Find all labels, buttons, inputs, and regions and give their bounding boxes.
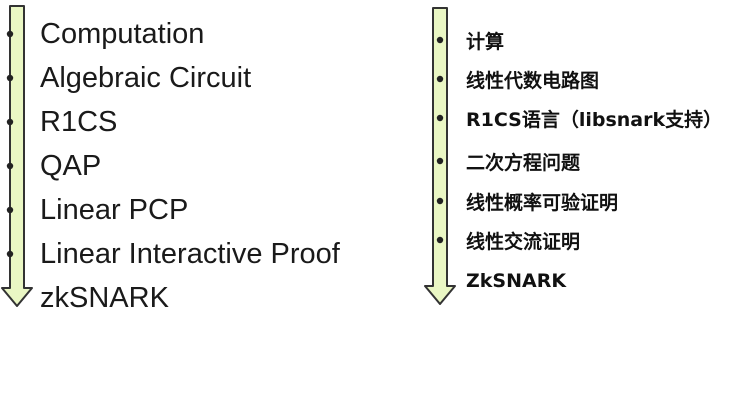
right-step-zksnark: ZkSNARK <box>466 270 567 292</box>
left-step-algebraic-circuit: Algebraic Circuit <box>40 62 252 94</box>
left-step-linear-pcp: Linear PCP <box>40 194 189 226</box>
right-step-linear-pcp: 线性概率可验证明 <box>466 192 619 214</box>
left-step-qap: QAP <box>40 150 102 182</box>
left-step-dot-6 <box>6 250 14 258</box>
right-step-r1cs: R1CS语言（libsnark支持） <box>466 109 723 131</box>
left-step-dot-1 <box>6 30 14 38</box>
right-step-linear-interactive-proof: 线性交流证明 <box>466 231 581 253</box>
left-step-dot-3 <box>6 118 14 126</box>
right-step-dot-5 <box>436 197 444 205</box>
right-arrow-shape <box>424 7 456 305</box>
left-step-linear-interactive-proof: Linear Interactive Proof <box>40 238 340 270</box>
left-step-r1cs: R1CS <box>40 106 118 138</box>
left-arrow-shape <box>1 5 33 307</box>
left-step-dot-5 <box>6 206 14 214</box>
left-step-dot-2 <box>6 74 14 82</box>
right-step-dot-1 <box>436 36 444 44</box>
left-step-computation: Computation <box>40 18 205 50</box>
right-step-dot-2 <box>436 75 444 83</box>
right-step-computation: 计算 <box>466 31 505 53</box>
right-step-algebraic-circuit: 线性代数电路图 <box>466 70 600 92</box>
left-step-dot-4 <box>6 162 14 170</box>
right-step-dot-4 <box>436 157 444 165</box>
right-step-dot-6 <box>436 236 444 244</box>
right-step-qap: 二次方程问题 <box>466 152 581 174</box>
right-step-dot-3 <box>436 114 444 122</box>
left-step-zksnark: zkSNARK <box>40 282 169 314</box>
